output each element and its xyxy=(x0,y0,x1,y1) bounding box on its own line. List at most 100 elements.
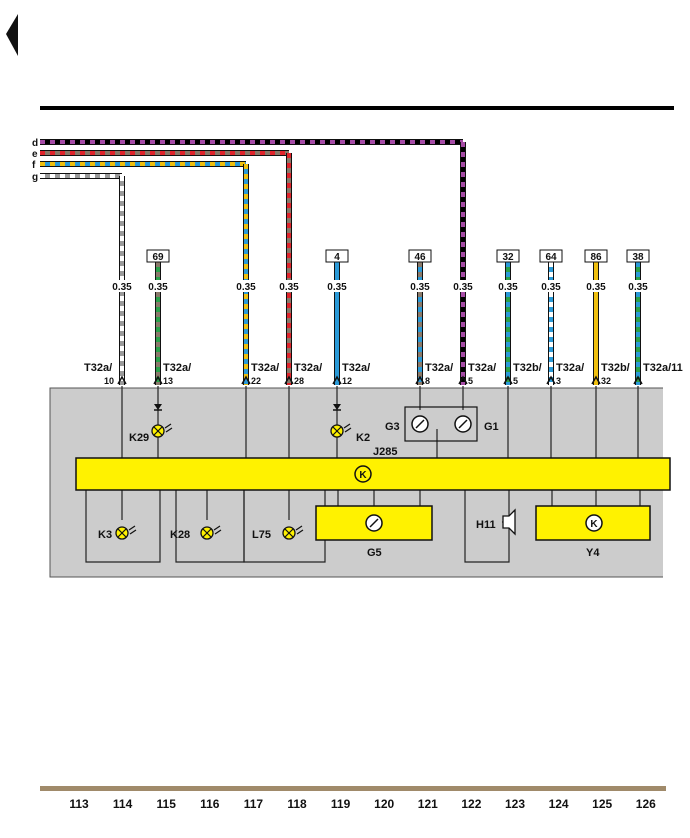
ref-box xyxy=(146,249,170,263)
wire-gauge-label: 0.35 xyxy=(410,282,430,293)
lamp-k2-icon xyxy=(330,423,352,438)
speedometer-label: Y4 xyxy=(586,547,600,559)
ref-number: 86 xyxy=(590,252,602,263)
terminal-label: T32a/ xyxy=(556,362,584,374)
control-unit-bar xyxy=(75,457,671,491)
gauge-label-g3: G3 xyxy=(385,421,400,433)
lamp-k28-icon xyxy=(200,525,222,540)
lamp-label-k3: K3 xyxy=(98,529,112,541)
terminal-number: 12 xyxy=(342,376,352,386)
wire-gauge-label: 0.35 xyxy=(112,282,132,293)
bus-label-d: d xyxy=(32,138,38,149)
horn-label: H11 xyxy=(476,519,496,531)
terminal-label: T32a/ xyxy=(251,362,279,374)
wire-gauge-label: 0.35 xyxy=(279,282,299,293)
back-arrow-icon[interactable] xyxy=(6,14,18,56)
bus-label-f: f xyxy=(32,160,36,171)
section-number: 113 xyxy=(69,797,89,811)
fuel-gauge-label: G5 xyxy=(367,547,382,559)
gauge-label-g1: G1 xyxy=(484,421,499,433)
terminal-number: 13 xyxy=(163,376,173,386)
lamp-l75-icon xyxy=(282,525,304,540)
control-unit-label: J285 xyxy=(373,446,397,458)
terminal-connector-icon xyxy=(415,375,425,385)
wire-gauge-label: 0.35 xyxy=(628,282,648,293)
section-number: 122 xyxy=(461,797,481,811)
terminal-connector-icon xyxy=(458,375,468,385)
terminal-number: 28 xyxy=(294,376,304,386)
lamp-label-k28: K28 xyxy=(170,529,190,541)
lamp-label-l75: L75 xyxy=(252,529,271,541)
ref-number: 64 xyxy=(545,252,557,263)
terminal-label: T32a/ xyxy=(342,362,370,374)
terminal-connector-icon xyxy=(633,375,643,385)
ref-box xyxy=(408,249,432,263)
internal-connections xyxy=(85,386,641,563)
terminal-number: 32 xyxy=(601,376,611,386)
terminal-label: T32a/11 xyxy=(643,362,683,374)
ref-box xyxy=(584,249,608,263)
bus-label-e: e xyxy=(32,149,38,160)
gauge-box xyxy=(404,406,478,442)
terminal-label: T32b/ xyxy=(513,362,542,374)
lamp-label-k2: K2 xyxy=(356,432,370,444)
terminal-label: T32a/ xyxy=(163,362,191,374)
diode-icon xyxy=(333,404,341,410)
terminal-number: 8 xyxy=(425,376,430,386)
ref-number: 32 xyxy=(502,252,514,263)
terminal-label: T32a/ xyxy=(468,362,496,374)
tacho-symbol-icon xyxy=(354,465,372,483)
terminal-label: T32a/ xyxy=(84,362,112,374)
wire-layer xyxy=(119,142,641,385)
section-number: 114 xyxy=(113,797,133,811)
terminal-connector-icon xyxy=(332,375,342,385)
terminal-label: T32b/ xyxy=(601,362,630,374)
section-number: 125 xyxy=(592,797,612,811)
section-number: 123 xyxy=(505,797,525,811)
ref-number: 38 xyxy=(632,252,644,263)
tacho-symbol-letter: K xyxy=(359,470,367,481)
diode-icon xyxy=(154,404,162,410)
section-number: 116 xyxy=(200,797,220,811)
terminal-connector-icon xyxy=(241,375,251,385)
ref-number: 46 xyxy=(414,252,426,263)
terminal-number: 5 xyxy=(468,376,473,386)
section-ruler xyxy=(40,786,666,791)
wire-gauge-label: 0.35 xyxy=(498,282,518,293)
section-number: 119 xyxy=(331,797,351,811)
terminal-connector-icon xyxy=(591,375,601,385)
terminal-connector-icon xyxy=(153,375,163,385)
ref-box xyxy=(496,249,520,263)
wire-gauge-label: 0.35 xyxy=(453,282,473,293)
terminal-connector-icon xyxy=(117,375,127,385)
bus-label-g: g xyxy=(32,172,38,183)
terminal-connector-icon xyxy=(503,375,513,385)
ref-box xyxy=(626,249,650,263)
terminal-number: 10 xyxy=(104,376,114,386)
terminal-number: 3 xyxy=(556,376,561,386)
wire-gauge-label: 0.35 xyxy=(541,282,561,293)
ref-box xyxy=(325,249,349,263)
section-number: 115 xyxy=(157,797,177,811)
terminal-label: T32a/ xyxy=(425,362,453,374)
speedometer-letter: K xyxy=(590,519,598,530)
section-number: 118 xyxy=(287,797,307,811)
lamp-label-k29: K29 xyxy=(129,432,149,444)
wire-gauge-label: 0.35 xyxy=(148,282,168,293)
wire-gauge-label: 0.35 xyxy=(586,282,606,293)
terminal-number: 22 xyxy=(251,376,261,386)
section-number: 117 xyxy=(244,797,264,811)
section-number: 120 xyxy=(374,797,394,811)
terminal-connector-icon xyxy=(546,375,556,385)
ref-number: 69 xyxy=(152,252,164,263)
ref-number: 4 xyxy=(334,252,340,263)
terminal-number: 5 xyxy=(513,376,518,386)
section-number: 121 xyxy=(418,797,438,811)
lamp-k29-icon xyxy=(151,423,173,438)
section-number: 126 xyxy=(636,797,656,811)
